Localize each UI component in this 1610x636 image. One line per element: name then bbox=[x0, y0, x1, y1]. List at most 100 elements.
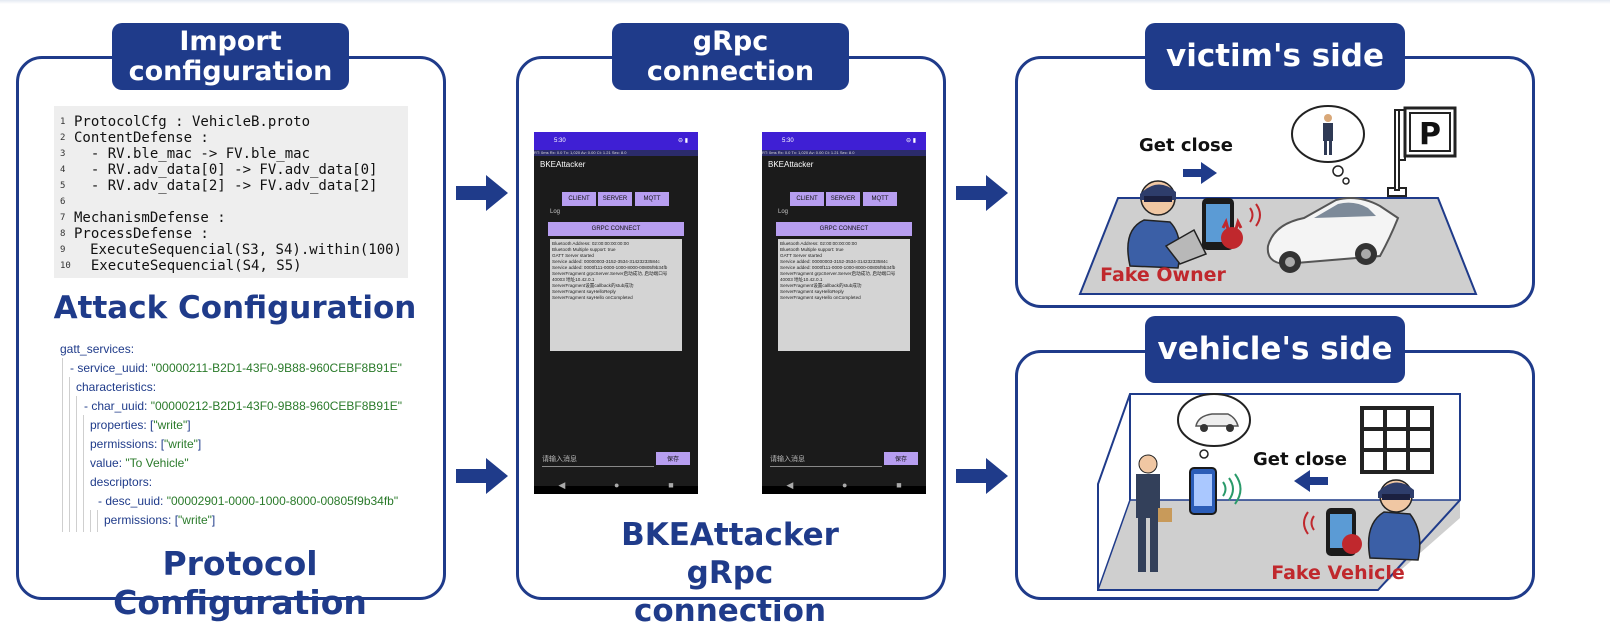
mode-server-button[interactable]: SERVER bbox=[598, 192, 632, 206]
bkeattacker-grpc-title: BKEAttacker gRpc connection bbox=[621, 517, 839, 629]
room-floor bbox=[1098, 500, 1460, 590]
log-line: Service added: 00000003-3152-3534-314232… bbox=[552, 259, 660, 264]
code-line-text: - RV.adv_data[0] -> FV.adv_data[0] bbox=[74, 162, 378, 178]
code-line-text: ExecuteSequencial(S4, S5) bbox=[74, 258, 302, 274]
yaml-line: - char_uuid: "00000212-B2D1-43F0-9B88-96… bbox=[84, 399, 403, 413]
log-label: Log bbox=[550, 209, 561, 215]
log-line: ServerFragment sayHelloReply bbox=[552, 289, 616, 294]
code-line-number: 5 bbox=[60, 181, 66, 191]
code-line-text: ProcessDefense : bbox=[74, 226, 209, 242]
home-icon[interactable]: ● bbox=[842, 480, 848, 490]
mode-client-button[interactable]: CLIENT bbox=[790, 192, 824, 206]
indent-guide bbox=[62, 358, 63, 532]
mode-mqtt-button[interactable]: MQTT bbox=[863, 192, 897, 206]
indent-guide bbox=[90, 510, 91, 532]
phone-screenshot-left: 5:30⊖ ▮RT: 0ms Rx: 0.0 Tx: 1,020 Av: 0.0… bbox=[534, 132, 698, 494]
code-line-number: 3 bbox=[60, 149, 66, 159]
parking-sign-letter: P bbox=[1419, 117, 1441, 152]
car-owner-icon bbox=[1136, 454, 1172, 572]
car-icon bbox=[1266, 197, 1400, 273]
log-line: GATT Server started bbox=[780, 253, 822, 258]
code-line-text: ExecuteSequencial(S3, S4).within(100) bbox=[73, 242, 402, 258]
yaml-line: value: "To Vehicle" bbox=[90, 456, 189, 470]
phone-status-strip: RT: 0ms Rx: 0.0 Tx: 1,020 Av: 0.00 Ct: 1… bbox=[762, 150, 926, 156]
log-line: ServerFragment设置callback的stub成功 bbox=[780, 283, 862, 288]
code-line: 1 ProtocolCfg : VehicleB.proto bbox=[60, 114, 402, 130]
grpc-connect-button[interactable]: GRPC CONNECT bbox=[776, 222, 912, 236]
arrow-right-icon bbox=[956, 458, 1008, 494]
code-line-number: 8 bbox=[60, 229, 66, 239]
top-rule bbox=[0, 0, 1610, 4]
phone-time: 5:30 bbox=[554, 138, 566, 144]
code-line-number: 6 bbox=[60, 197, 66, 207]
log-line: ServerFragment设置callback的stub成功 bbox=[552, 283, 634, 288]
send-button[interactable]: 保存 bbox=[884, 452, 918, 465]
yaml-line: gatt_services: bbox=[60, 342, 135, 356]
log-label: Log bbox=[778, 209, 789, 215]
home-icon[interactable]: ● bbox=[614, 480, 620, 490]
mode-server-button[interactable]: SERVER bbox=[826, 192, 860, 206]
code-line: 3 - RV.ble_mac -> FV.ble_mac bbox=[60, 146, 402, 162]
phone-status-bar: 5:30 ⊖ ▮ bbox=[534, 132, 698, 150]
protocol-configuration-title: Protocol Configuration bbox=[113, 544, 367, 622]
mode-client-button[interactable]: CLIENT bbox=[562, 192, 596, 206]
log-line: ServerFragment sayHelloReply bbox=[780, 289, 844, 294]
hacker-icon-vehicle bbox=[1367, 479, 1421, 561]
grpc-connect-button[interactable]: GRPC CONNECT bbox=[548, 222, 684, 236]
battery-icon: ⊖ ▮ bbox=[906, 138, 916, 144]
battery-icon: ⊖ ▮ bbox=[678, 138, 688, 144]
vehicles-side-label: vehicle's side bbox=[1157, 330, 1393, 367]
phone-app-title: BKEAttacker bbox=[768, 160, 814, 169]
send-button[interactable]: 保存 bbox=[656, 452, 690, 465]
log-line: ServerFragment grpcServer.Server启动成功, 启动… bbox=[552, 271, 668, 276]
indent-guide bbox=[76, 396, 77, 532]
victims-side-scene: P Get close Fake Owner bbox=[1078, 105, 1478, 295]
thought-cloud-car-icon bbox=[1177, 393, 1251, 459]
victims-side-label: victim's side bbox=[1166, 37, 1384, 74]
log-line: Bluetooth Address: 02:00:00:00:00:00 bbox=[780, 241, 857, 246]
arrow-right-icon bbox=[456, 458, 508, 494]
attack-configuration-title: Attack Configuration bbox=[53, 290, 417, 326]
arrow-right-icon bbox=[456, 175, 508, 211]
recents-icon[interactable]: ■ bbox=[668, 480, 674, 490]
log-line: GATT Server started bbox=[552, 253, 594, 258]
mode-mqtt-button[interactable]: MQTT bbox=[635, 192, 669, 206]
fake-vehicle-label: Fake Vehicle bbox=[1271, 562, 1405, 584]
malicious-phone-icon-vehicle bbox=[1303, 508, 1362, 556]
code-line-number: 2 bbox=[60, 133, 66, 143]
code-line-text: - RV.adv_data[2] -> FV.adv_data[2] bbox=[74, 178, 378, 194]
yaml-line: characteristics: bbox=[76, 380, 157, 394]
gatt-yaml: gatt_services: - service_uuid: "00000211-… bbox=[60, 340, 440, 540]
import-configuration-label: Import configuration bbox=[128, 26, 333, 87]
code-line-number: 7 bbox=[60, 213, 66, 223]
phone-screenshot-right: 5:30⊖ ▮RT: 0ms Rx: 0.0 Tx: 1,020 Av: 0.0… bbox=[762, 132, 926, 494]
back-icon[interactable]: ◀ bbox=[558, 479, 566, 490]
code-line-number: 4 bbox=[60, 165, 66, 175]
arrow-right-icon bbox=[956, 175, 1008, 211]
code-line-number: 1 bbox=[60, 117, 66, 127]
log-line: ServerFragment sayHello onCompleted bbox=[780, 295, 861, 300]
code-line-text: ProtocolCfg : VehicleB.proto bbox=[74, 114, 311, 130]
code-line-number: 9 bbox=[60, 245, 66, 255]
android-nav-bar: ◀ ● ■ bbox=[534, 476, 698, 494]
code-line: 8 ProcessDefense : bbox=[60, 226, 402, 242]
yaml-line: - service_uuid: "00000211-B2D1-43F0-9B88… bbox=[70, 361, 402, 375]
message-input: 请输入消息 bbox=[770, 454, 882, 467]
window-icon bbox=[1360, 406, 1434, 474]
get-close-label-victim: Get close bbox=[1139, 135, 1233, 156]
code-line: 9 ExecuteSequencial(S3, S4).within(100) bbox=[60, 242, 402, 258]
get-close-label-vehicle: Get close bbox=[1253, 449, 1347, 470]
hacker-icon bbox=[1127, 180, 1208, 269]
code-line: 6 bbox=[60, 194, 402, 210]
yaml-line: descriptors: bbox=[90, 475, 153, 489]
recents-icon[interactable]: ■ bbox=[896, 480, 902, 490]
back-icon[interactable]: ◀ bbox=[786, 479, 794, 490]
phone-status-bar: 5:30⊖ ▮ bbox=[762, 132, 926, 150]
code-line: 5 - RV.adv_data[2] -> FV.adv_data[2] bbox=[60, 178, 402, 194]
grpc-connection-label: gRpc connection bbox=[646, 26, 815, 87]
victims-side-tab: victim's side bbox=[1145, 23, 1405, 90]
yaml-line: permissions: ["write"] bbox=[104, 513, 216, 527]
